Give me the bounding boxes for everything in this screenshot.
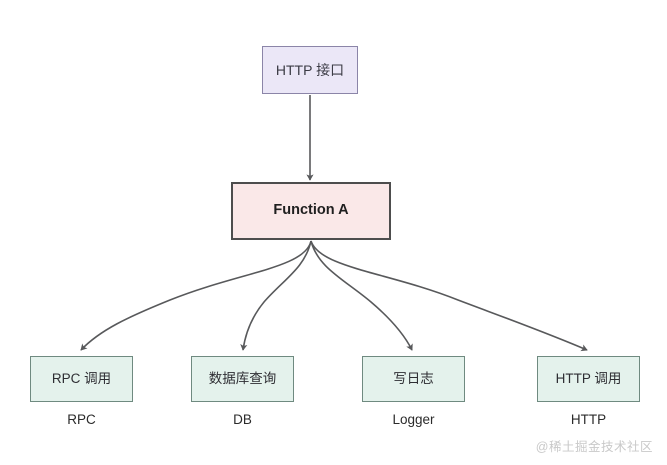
node-write-log[interactable]: 写日志 [362, 356, 465, 402]
node-function-a-label: Function A [273, 202, 349, 219]
node-rpc-call-label: RPC 调用 [51, 370, 112, 386]
node-write-log-label: 写日志 [393, 370, 434, 386]
edge-function-to-rpc [80, 240, 312, 351]
node-rpc-call[interactable]: RPC 调用 [30, 356, 133, 402]
caption-rpc: RPC [67, 412, 96, 427]
node-db-query[interactable]: 数据库查询 [191, 356, 294, 402]
caption-http: HTTP [570, 412, 607, 427]
edge-function-to-http [310, 240, 588, 352]
edge-function-to-db [240, 240, 312, 351]
node-http-api-label: HTTP 接口 [275, 61, 345, 78]
node-http-call[interactable]: HTTP 调用 [537, 356, 640, 402]
watermark: @稀土掘金技术社区 [535, 440, 653, 454]
node-function-a[interactable]: Function A [231, 182, 391, 240]
caption-logger: Logger [392, 412, 435, 427]
caption-db: DB [233, 412, 252, 427]
node-http-call-label: HTTP 调用 [555, 370, 622, 386]
node-http-api[interactable]: HTTP 接口 [262, 46, 358, 94]
node-db-query-label: 数据库查询 [208, 370, 277, 386]
edge-function-to-logger [310, 240, 413, 351]
